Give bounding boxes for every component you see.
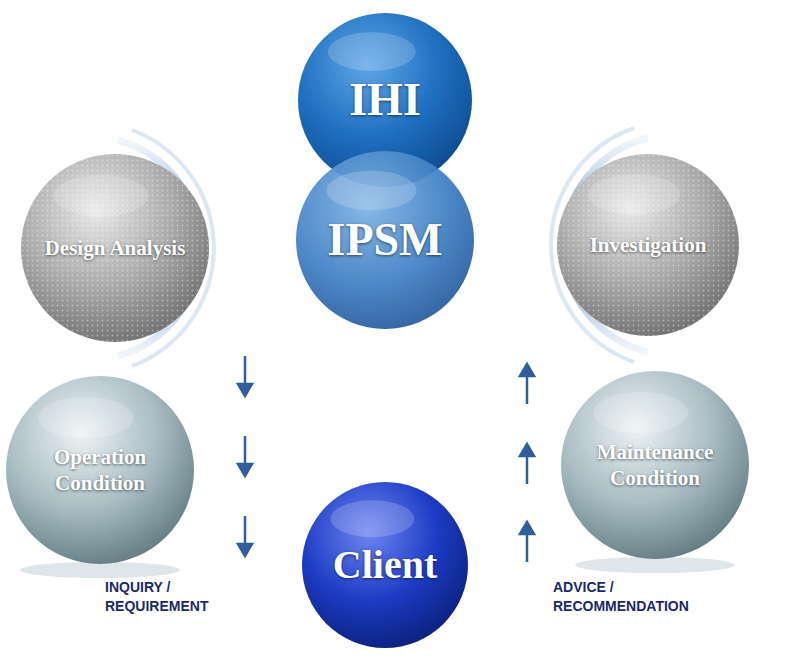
node-label: IHI xyxy=(349,71,421,129)
up-arrows xyxy=(520,364,534,562)
circle-fill xyxy=(302,482,468,648)
highlight xyxy=(53,175,148,217)
circle-fill xyxy=(561,371,749,559)
flow-caption: INQUIRY / REQUIREMENT xyxy=(105,578,225,616)
shadow xyxy=(20,562,180,578)
shadow xyxy=(575,557,735,573)
circle-fill xyxy=(296,151,474,329)
client-sphere: Client xyxy=(301,481,469,649)
highlight xyxy=(38,397,133,439)
node-label: Design Analysis xyxy=(45,235,186,261)
condition-sphere: Operation Condition xyxy=(5,375,195,565)
node-label: Operation Condition xyxy=(26,444,173,497)
service-sphere: Investigation xyxy=(556,153,740,337)
circle-fill xyxy=(21,154,209,342)
flow-caption: ADVICE / RECOMMENDATION xyxy=(553,578,753,616)
sphere-texture xyxy=(557,154,739,336)
node-label: Maintenance Condition xyxy=(581,439,728,492)
node-label: IPSM xyxy=(328,211,443,269)
circle-shape xyxy=(5,375,195,565)
down-arrows xyxy=(238,356,252,556)
highlight xyxy=(593,392,688,434)
highlight xyxy=(328,32,416,71)
circle-fill xyxy=(6,376,194,564)
highlight xyxy=(327,171,417,211)
circle-shape xyxy=(560,370,750,560)
highlight xyxy=(588,174,680,214)
service-sphere: Design Analysis xyxy=(20,153,210,343)
node-label: Client xyxy=(333,540,437,590)
node-label: Investigation xyxy=(590,232,707,258)
circle-fill xyxy=(557,154,739,336)
highlight xyxy=(330,500,414,537)
sphere-texture xyxy=(21,154,209,342)
division-circle: IPSM xyxy=(295,150,475,330)
condition-sphere: Maintenance Condition xyxy=(560,370,750,560)
